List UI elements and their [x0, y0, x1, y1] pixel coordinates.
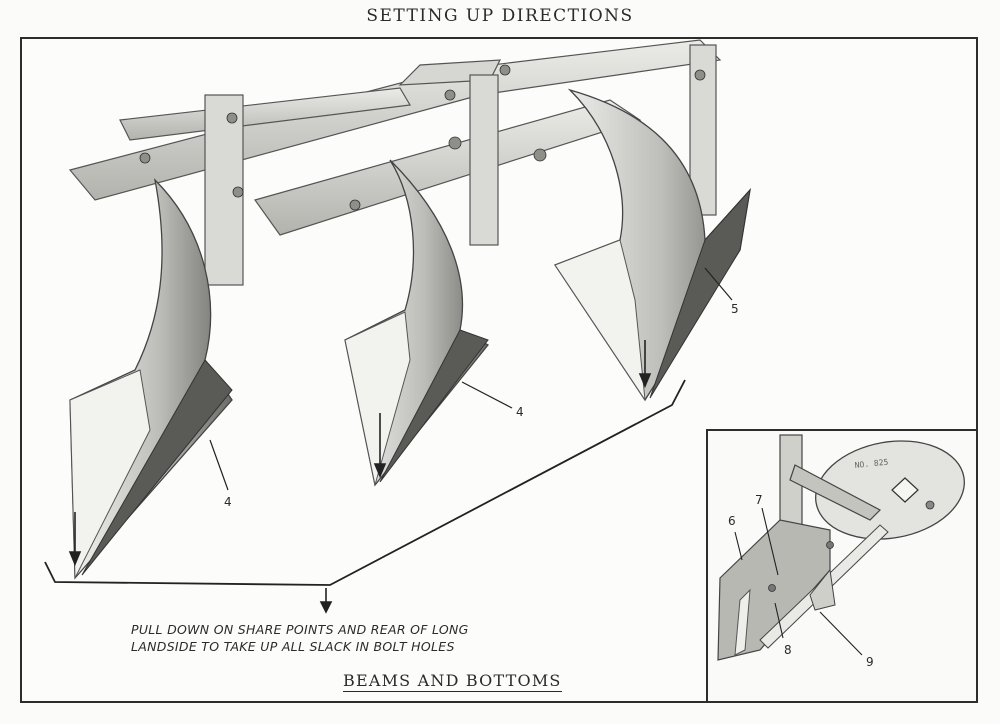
- standards: [204, 44, 717, 286]
- callout-5: 5: [731, 302, 739, 316]
- callout-leaders: [209, 267, 733, 491]
- callout-9: 9: [866, 655, 874, 669]
- callout-4-left: 4: [224, 495, 232, 509]
- page-title: SETTING UP DIRECTIONS: [366, 6, 634, 26]
- instruction-caption: PULL DOWN ON SHARE POINTS AND REAR OF LO…: [131, 622, 469, 654]
- disc-stamp: NO. 825: [854, 457, 889, 469]
- plow-bottom-left: [69, 178, 233, 580]
- plow-bottom-middle: [344, 159, 489, 487]
- inset-landside: [717, 519, 889, 661]
- callout-6: 6: [728, 514, 736, 528]
- callout-4-middle: 4: [516, 405, 524, 419]
- section-title: BEAMS AND BOTTOMS: [343, 671, 562, 692]
- inset-callout-leaders: [734, 507, 863, 656]
- callout-7: 7: [755, 493, 763, 507]
- coulter-disc: [815, 440, 965, 540]
- plow-bottom-right: [554, 88, 752, 402]
- share-point-baseline: [44, 379, 686, 586]
- callout-8: 8: [784, 643, 792, 657]
- pull-down-arrows: [68, 340, 652, 614]
